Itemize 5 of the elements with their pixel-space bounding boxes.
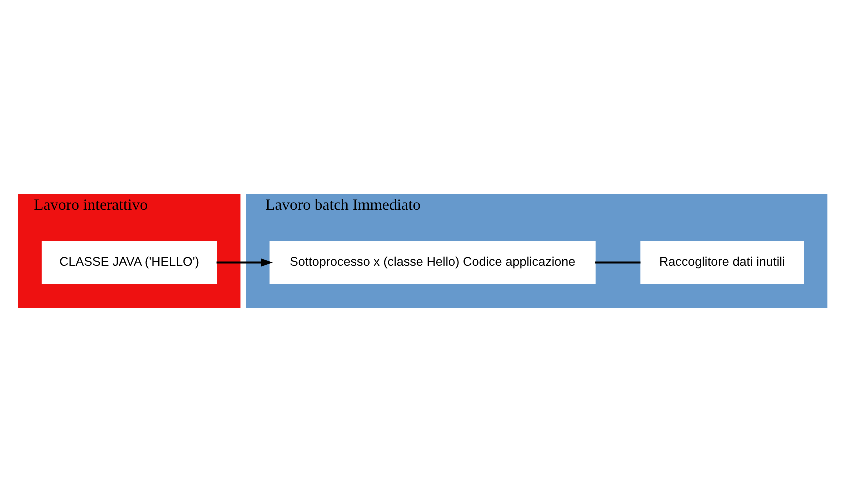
node-box: Sottoprocesso x (classe Hello) Codice applicazione bbox=[270, 240, 596, 284]
node-box: CLASSE JAVA ('HELLO') bbox=[42, 240, 218, 284]
connector bbox=[595, 261, 641, 264]
node-box: Raccoglitore dati inutili bbox=[640, 240, 804, 284]
arrow bbox=[216, 258, 273, 266]
